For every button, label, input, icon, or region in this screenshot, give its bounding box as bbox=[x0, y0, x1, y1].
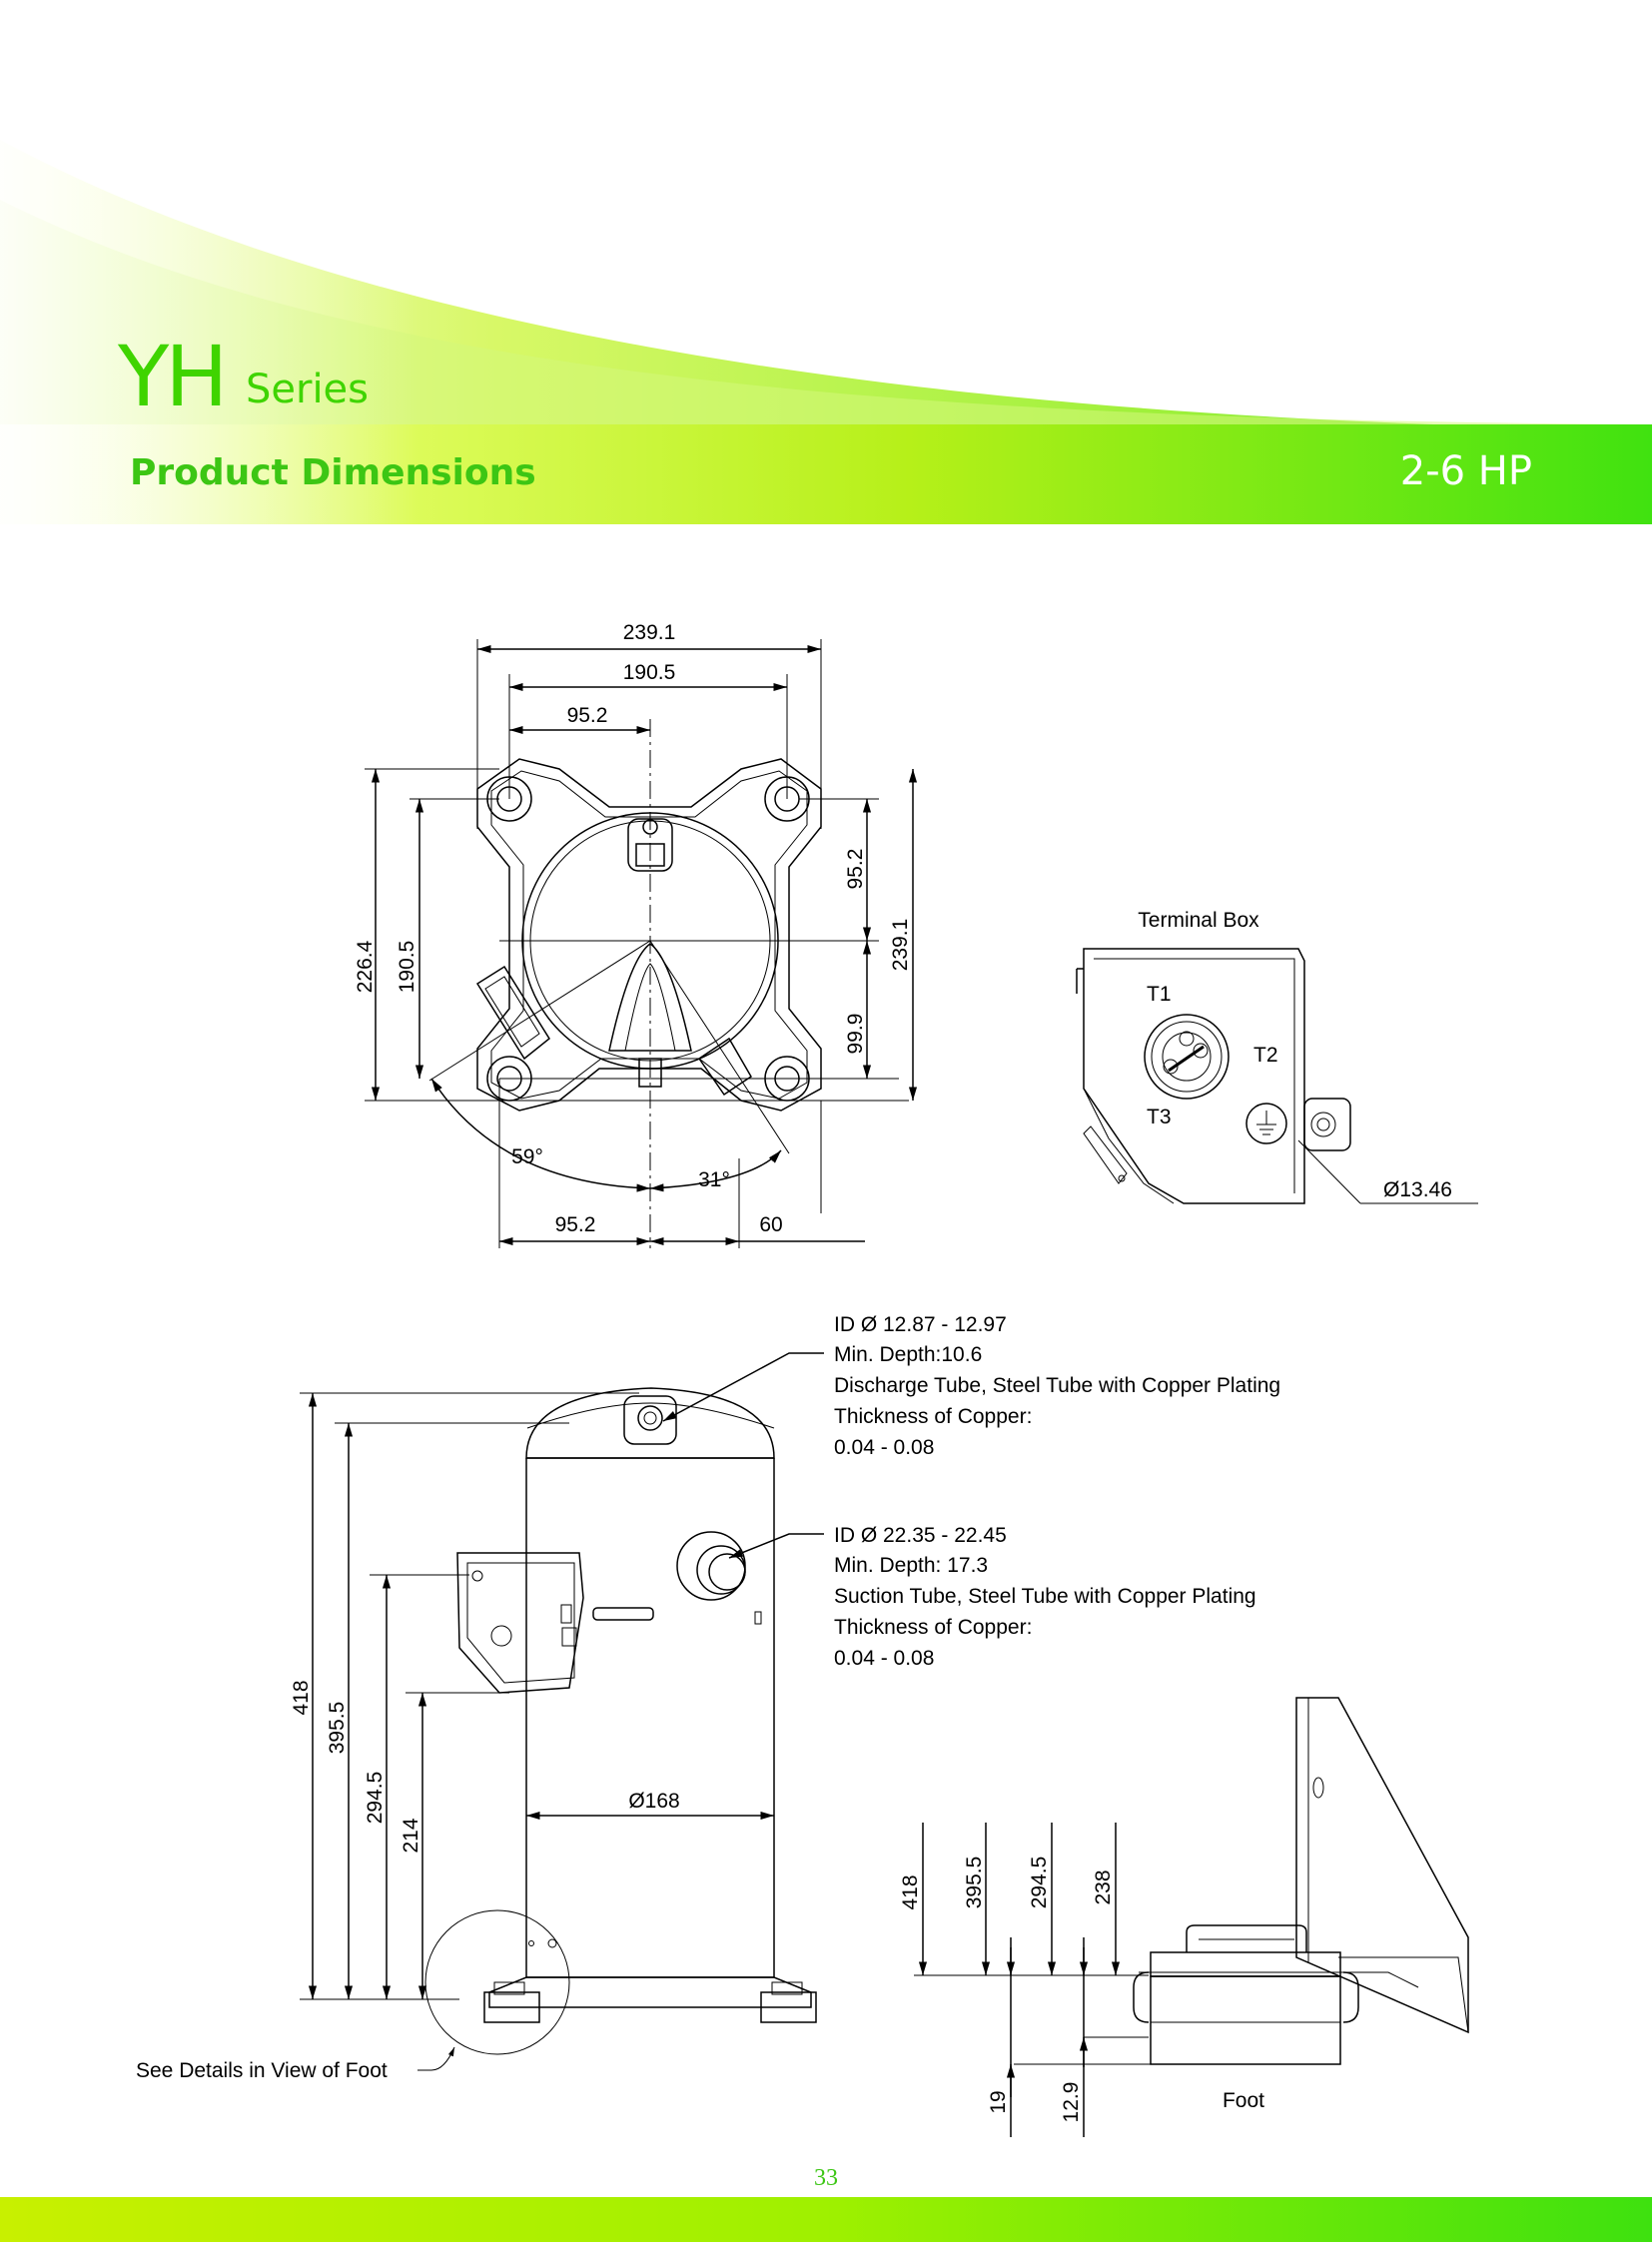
suction-thickness-value: 0.04 - 0.08 bbox=[834, 1647, 934, 1670]
terminal-t2: T2 bbox=[1253, 1044, 1278, 1067]
side-dim-214: 214 bbox=[400, 1818, 422, 1853]
dim-95-bottom: 95.2 bbox=[555, 1213, 596, 1236]
side-dim-418: 418 bbox=[290, 1680, 313, 1715]
dim-60-bottom: 60 bbox=[759, 1213, 782, 1236]
note-leaders bbox=[662, 1352, 824, 1559]
discharge-depth: Min. Depth:10.6 bbox=[834, 1343, 982, 1366]
dim-99-right: 99.9 bbox=[844, 1014, 867, 1055]
discharge-thickness-value: 0.04 - 0.08 bbox=[834, 1436, 934, 1459]
dim-239-right: 239.1 bbox=[889, 919, 912, 972]
foot-dim-395: 395.5 bbox=[963, 1857, 986, 1909]
discharge-desc: Discharge Tube, Steel Tube with Copper P… bbox=[834, 1374, 1280, 1397]
discharge-thickness-label: Thickness of Copper: bbox=[834, 1405, 1032, 1428]
series-word: Series bbox=[246, 367, 370, 412]
suction-id: ID Ø 22.35 - 22.45 bbox=[834, 1524, 1007, 1547]
side-dim-395: 395.5 bbox=[326, 1702, 349, 1755]
suction-desc: Suction Tube, Steel Tube with Copper Pla… bbox=[834, 1585, 1256, 1608]
foot-detail-note: See Details in View of Foot bbox=[136, 2059, 388, 2082]
section-title: Product Dimensions bbox=[130, 452, 536, 493]
foot-dim-12: 12.9 bbox=[1060, 2082, 1083, 2123]
terminal-t1: T1 bbox=[1147, 983, 1172, 1006]
dim-239-top: 239.1 bbox=[623, 621, 676, 644]
foot-dim-238: 238 bbox=[1092, 1869, 1115, 1904]
side-view bbox=[300, 1387, 817, 2071]
suction-thickness-label: Thickness of Copper: bbox=[834, 1616, 1032, 1639]
dim-95-top: 95.2 bbox=[567, 704, 608, 727]
foot-dim-19: 19 bbox=[987, 2090, 1010, 2113]
terminal-box-view bbox=[1076, 948, 1478, 1204]
dim-190-left: 190.5 bbox=[396, 941, 418, 994]
angle-31: 31° bbox=[698, 1168, 730, 1191]
series-code: YH bbox=[118, 328, 229, 425]
dim-95-right: 95.2 bbox=[844, 849, 867, 890]
terminal-t3: T3 bbox=[1147, 1106, 1172, 1128]
hp-range: 2-6 HP bbox=[1399, 448, 1532, 494]
angle-59: 59° bbox=[511, 1145, 543, 1168]
dim-226-left: 226.4 bbox=[354, 940, 377, 993]
header-banner bbox=[0, 140, 1652, 524]
side-dim-168: Ø168 bbox=[628, 1790, 679, 1813]
terminal-box-title: Terminal Box bbox=[1138, 909, 1259, 932]
foot-dim-418: 418 bbox=[899, 1874, 922, 1909]
footer-band bbox=[0, 2197, 1652, 2242]
side-dim-294: 294.5 bbox=[364, 1772, 387, 1825]
foot-label: Foot bbox=[1223, 2089, 1264, 2112]
foot-detail-view bbox=[914, 1697, 1469, 2137]
suction-depth: Min. Depth: 17.3 bbox=[834, 1554, 988, 1577]
discharge-id: ID Ø 12.87 - 12.97 bbox=[834, 1313, 1007, 1336]
dim-190-top: 190.5 bbox=[623, 661, 676, 684]
foot-dim-294: 294.5 bbox=[1028, 1857, 1051, 1909]
terminal-diameter: Ø13.46 bbox=[1383, 1178, 1452, 1201]
page-number: 33 bbox=[814, 2165, 838, 2191]
top-view bbox=[365, 639, 918, 1248]
